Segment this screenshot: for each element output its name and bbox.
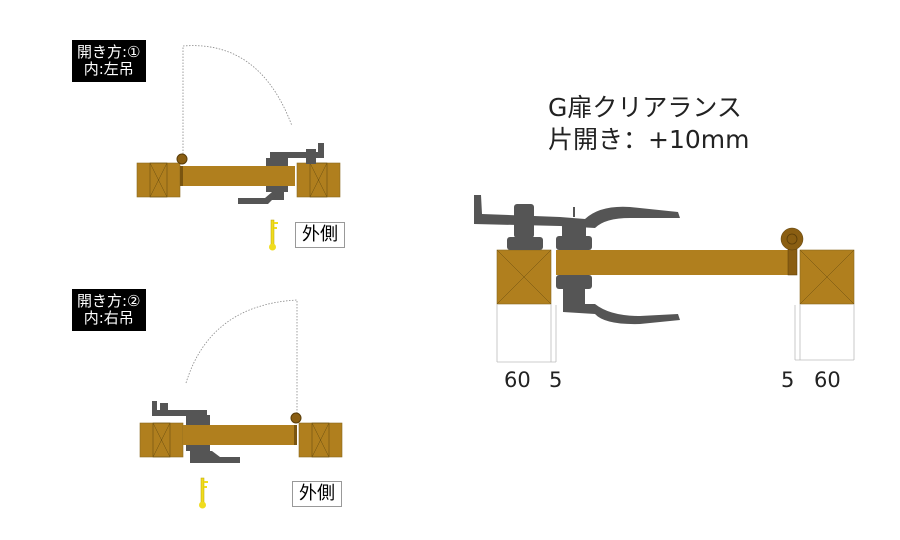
door-swing-arc	[185, 299, 298, 413]
left-frame	[136, 162, 181, 198]
dim-left-frame: 60	[504, 368, 531, 392]
hinge-icon	[290, 412, 302, 424]
handle-icon	[238, 143, 324, 204]
lever-handle-icon	[474, 195, 680, 325]
dimension-lines	[496, 304, 855, 363]
dim-right-gap: 5	[781, 368, 795, 392]
dim-right-frame: 60	[814, 368, 841, 392]
door-swing-arc	[182, 45, 293, 160]
right-frame	[799, 249, 855, 305]
title-line-2: 片開き：+10mm	[548, 125, 750, 154]
label-line: 開き方:①	[77, 43, 141, 61]
door-slab	[180, 166, 295, 186]
hinge-icon	[176, 153, 188, 165]
dim-left-gap: 5	[549, 368, 563, 392]
clearance-title: G扉クリアランス片開き：+10mm	[548, 92, 749, 156]
diagram-1-left-hinge	[136, 45, 341, 251]
key-icon	[269, 219, 278, 251]
outside-label-1: 外側	[295, 222, 345, 248]
left-frame	[496, 249, 552, 305]
right-frame	[296, 162, 341, 198]
clearance-diagram	[474, 195, 855, 363]
door-slab	[183, 425, 297, 445]
label-line: 内:右吊	[83, 309, 134, 327]
hinge-icon	[780, 227, 804, 251]
label-line: 開き方:②	[77, 292, 141, 310]
outside-label-2: 外側	[292, 481, 342, 507]
right-frame	[298, 422, 343, 458]
key-icon	[199, 477, 208, 509]
title-line-1: G扉クリアランス	[548, 93, 742, 122]
diagram-2-right-hinge	[139, 299, 343, 509]
door-slab	[556, 250, 797, 275]
left-frame	[139, 422, 184, 458]
label-line: 内:左吊	[83, 60, 134, 78]
handle-icon	[152, 401, 240, 463]
